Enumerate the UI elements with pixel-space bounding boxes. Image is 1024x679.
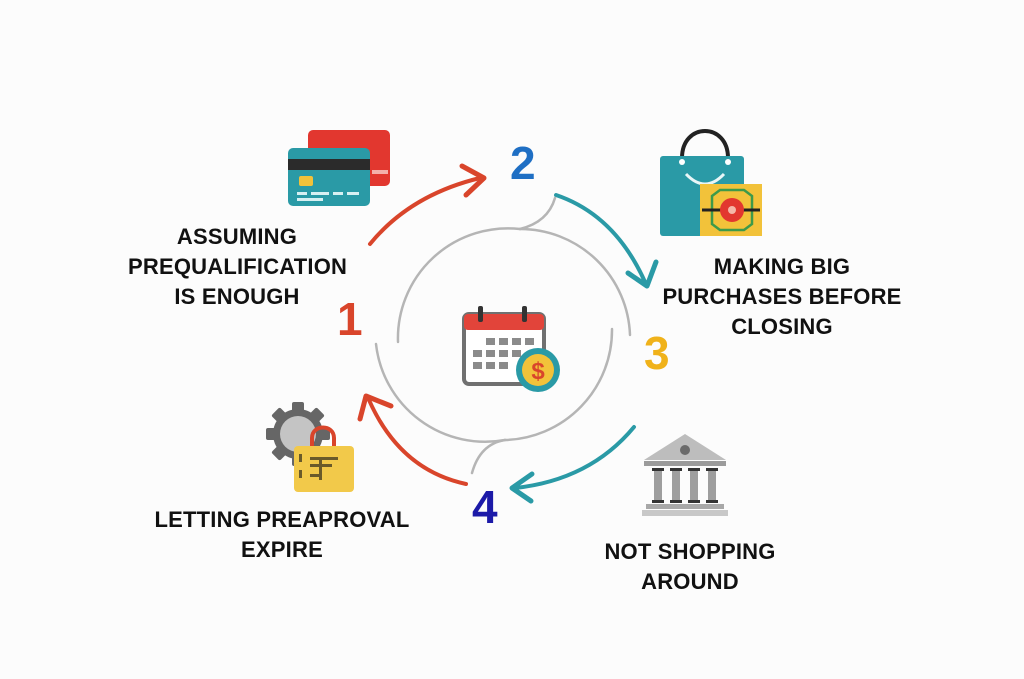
step-label-1-line-2: PREQUALIFICATION — [128, 254, 348, 279]
step-label-3: NOT SHOPPING AROUND — [590, 537, 790, 597]
step-number-3: 3 — [644, 327, 670, 379]
step-label-4: LETTING PREAPROVAL EXPIRE — [132, 505, 432, 565]
shopping-bag-icon — [660, 129, 762, 236]
step-label-4-line-2: EXPIRE — [241, 537, 323, 562]
calendar-dollar-icon: $ — [462, 306, 560, 392]
step-label-2-line-2: PURCHASES BEFORE — [662, 284, 902, 309]
svg-text:$: $ — [531, 358, 545, 385]
step-label-3-line-1: NOT SHOPPING — [604, 539, 776, 564]
step-label-2: MAKING BIG PURCHASES BEFORE CLOSING — [652, 252, 912, 342]
step-label-4-line-1: LETTING PREAPROVAL — [154, 507, 410, 532]
step-number-1: 1 — [337, 293, 363, 345]
step-label-1-line-3: IS ENOUGH — [174, 284, 300, 309]
step-label-2-line-3: CLOSING — [731, 314, 833, 339]
gear-document-icon — [266, 402, 354, 492]
credit-cards-icon — [288, 130, 390, 206]
step-label-1-line-1: ASSUMING — [176, 224, 298, 249]
step-label-2-line-1: MAKING BIG — [713, 254, 851, 279]
bank-icon — [642, 434, 728, 516]
step-label-1: ASSUMING PREQUALIFICATION IS ENOUGH — [128, 222, 348, 312]
step-label-3-line-2: AROUND — [641, 569, 739, 594]
step-number-4: 4 — [472, 481, 498, 533]
step-number-2: 2 — [510, 137, 536, 189]
